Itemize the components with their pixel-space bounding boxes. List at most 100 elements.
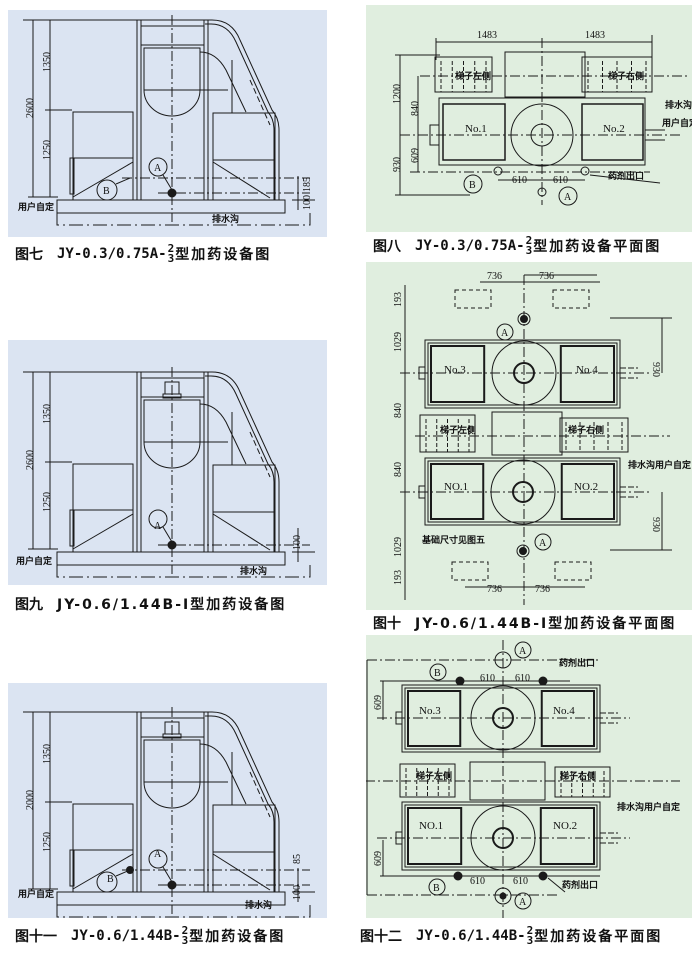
user-defined-label: 用户自定 [17,888,55,900]
foundation-bolt-pattern [552,289,590,309]
right-solution-tank [212,112,276,201]
drain-label: 排水沟 [245,899,272,911]
dim-610-top-left: 610 [480,673,495,684]
marker-b-circle [428,878,446,896]
outlet-a-dot [520,315,528,323]
marker-a-bottom: A [519,897,527,908]
tank-support-brace [212,513,271,551]
marker-a: A [154,521,162,532]
outlet-a-dot [499,892,507,900]
dim-609-bottom: 609 [373,851,384,866]
caption-prefix: 图十一 [15,929,57,945]
dim-1250: 1250 [42,140,53,160]
left-solution-tank [72,463,134,553]
foundation-bolt-pattern [554,561,592,581]
handrail [205,23,275,200]
marker-a-top-circle [494,651,512,669]
dim-736-top-right: 736 [539,271,554,282]
tank-support-brace [72,161,134,198]
base-plinth [56,199,286,214]
ladder-rail [249,771,271,818]
outlet-b-point [455,676,465,686]
drain-label: 排水沟 [212,213,239,225]
handrail [205,371,280,552]
figure-11-drawing: 1350 1250 2000 85 100 用户自定 排水沟 A B [17,707,315,918]
drain-label: 排水沟 [665,99,692,111]
figure-10-plan: 736 736 736 736 193 1029 840 840 1029 19… [366,262,692,610]
dim-193-bottom: 193 [393,570,404,585]
dim-840-a: 840 [393,403,404,418]
ladder-right-label: 梯子右侧 [608,70,644,82]
platform [504,51,586,98]
dim-609: 609 [410,148,421,163]
figure-12-drawing: 930 609 840 840 609 930 610 610 610 610 … [366,640,681,918]
tank-no2-label: NO.2 [553,820,577,832]
dosing-tank-body [143,399,201,469]
foundation-bolt-pattern [451,561,489,581]
marker-a: A [154,163,162,174]
dim-840-a: 840 [366,748,367,763]
dim-930-right-bottom: 930 [650,517,661,532]
solution-tank [539,807,595,865]
marker-a-circle [148,849,168,869]
inlet-stub [418,485,426,499]
caption-model: JY-0.3/0.75A- [415,238,525,254]
inlet-stub [395,711,403,725]
ladder-rail [249,431,271,478]
ladder-rail [249,79,271,126]
fraction-numerator: 2 [526,924,534,937]
marker-a-leader [162,174,173,191]
dim-609-top: 609 [373,695,384,710]
marker-a-circle [148,509,168,529]
tank-no2-label: NO.2 [574,481,598,493]
dim-610-bottom-right: 610 [513,876,528,887]
drain-channel [56,213,311,226]
outlet-a-point [537,187,547,197]
caption-model: JY-0.6/1.44B- [416,928,526,944]
user-defined-label: 用户自定 [15,555,53,567]
drain-label: 排水沟 [240,565,267,577]
fraction-numerator: 2 [525,234,533,247]
right-solution-tank [212,804,276,893]
outlet-point [580,166,590,176]
fraction-denominator: 3 [181,934,189,947]
fraction-denominator: 3 [526,934,534,947]
foundation-note: 基础尺寸见图五 [421,534,485,546]
unit-frame [401,801,601,871]
marker-b-leader [115,177,131,185]
marker-b-circle [429,663,447,681]
tank-support-brace [72,513,134,550]
marker-b-circle [463,174,483,194]
tank-no4-label: No.4 [576,364,598,376]
caption-prefix: 图十 [373,616,401,632]
tank-no3-label: No.3 [444,364,466,376]
dim-100: 100 [292,885,303,900]
inlet-stub [395,831,403,845]
marker-b-circle [96,179,118,201]
marker-a-bottom-circle [494,887,512,905]
marker-b: B [469,180,476,191]
dim-930-right-top: 930 [650,362,661,377]
tank-no4-label: No.4 [553,705,575,717]
figure-9-caption: 图九 JY-0.6/1.44B-Ⅰ型加药设备图 [15,594,286,614]
dim-930-bottom: 930 [366,865,367,880]
figure-10-drawing: 736 736 736 736 193 1029 840 840 1029 19… [393,271,692,605]
caption-suffix: 型加药设备平面图 [534,929,663,945]
marker-a: A [154,849,162,860]
marker-a-top: A [501,328,509,339]
dim-1350: 1350 [42,404,53,424]
solution-tank [430,345,486,403]
caption-text: JY-0.6/1.44B-Ⅰ型加药设备图 [57,597,287,613]
figure-11-elevation: 1350 1250 2000 85 100 用户自定 排水沟 A B [8,683,327,918]
outlet-b-point [493,166,503,176]
caption-model: JY-0.6/1.44B- [71,928,181,944]
dim-610-top-right: 610 [515,673,530,684]
dim-1483-left: 1483 [477,30,497,41]
side-fitting [69,849,75,887]
marker-a-circle [514,641,532,659]
fraction-denominator: 3 [167,252,175,265]
user-defined-label: 用户自定 [661,117,692,129]
